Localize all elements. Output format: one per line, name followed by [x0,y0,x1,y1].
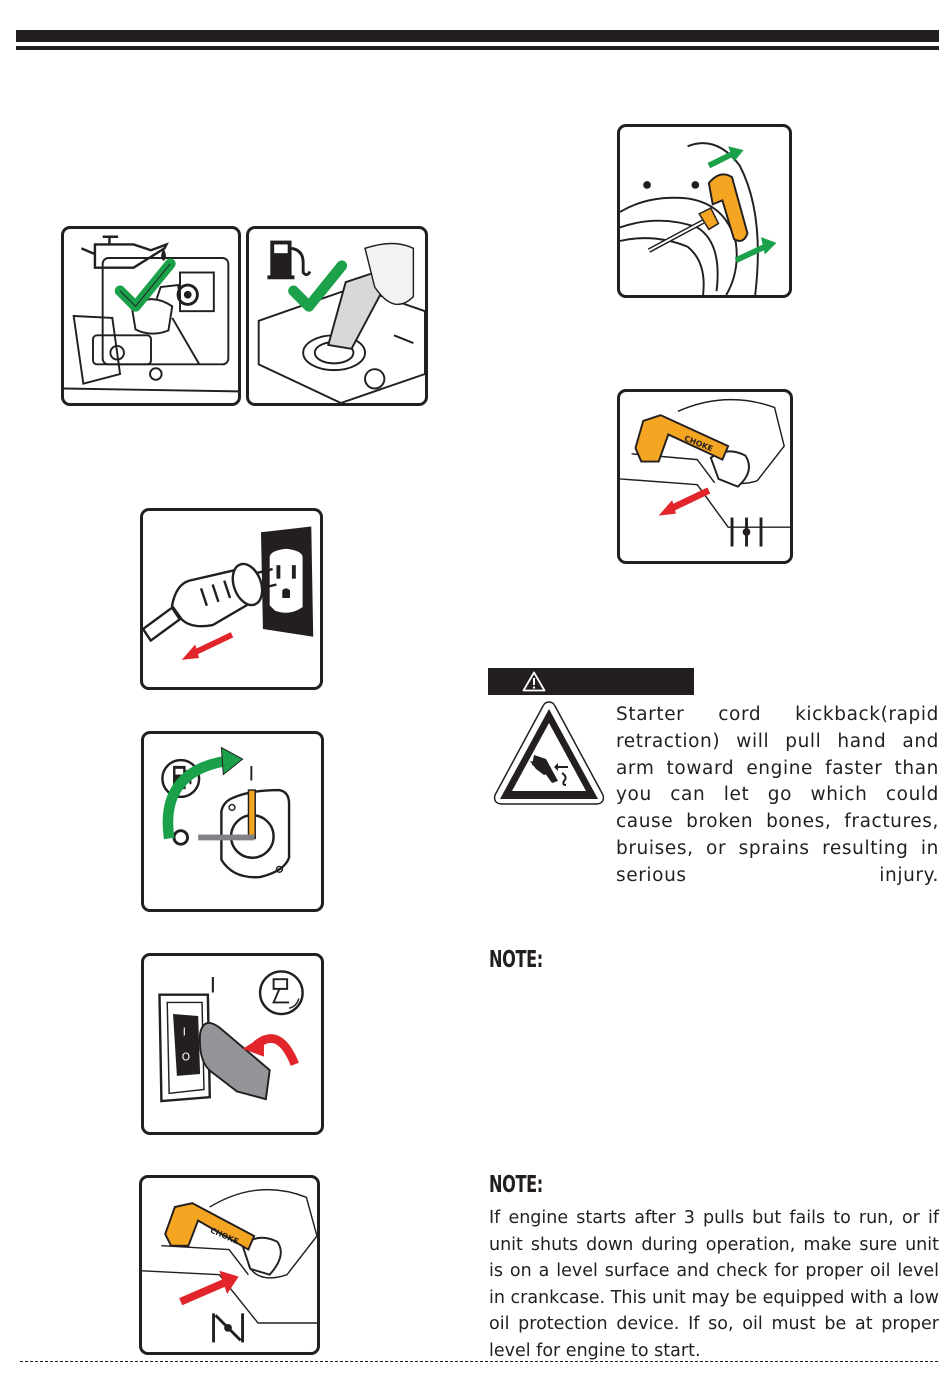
starter-handle-icon [707,173,749,242]
power-plug-icon [143,562,277,643]
fuel-pump-icon [267,240,312,280]
figure-choke-closed: CHOKE [139,1175,320,1355]
engine-start-icon [258,970,304,1016]
figure-fuel-valve: I [141,731,324,912]
figure-choke-open: CHOKE [617,389,793,564]
figure-oil-check [61,226,241,406]
on-mark: I [248,762,254,785]
warning-triangle-icon [522,671,546,692]
footer-dashed-rule [20,1361,938,1362]
valve-lever-off [198,834,255,841]
choke-lever [634,414,730,463]
figure-unplug-devices [140,508,323,690]
warning-header-bar [488,668,694,695]
finger-icon [198,1021,271,1101]
check-mark-icon [288,260,348,312]
figure-engine-switch: I O I [141,953,324,1135]
check-mark-icon [114,258,176,312]
green-arrow-icon-2 [734,244,767,263]
valve-lever-on [247,789,256,840]
green-arrow-icon [707,151,734,169]
red-arrow-icon [666,487,711,513]
on-mark: I [210,974,216,999]
figure-recoil-start [617,124,792,298]
figure-fuel-check [246,226,428,406]
kickback-hazard-icon [493,701,605,805]
oil-can-icon [80,235,169,269]
switch-on-label: I [183,1025,186,1038]
choke-lever [164,1202,256,1251]
red-arrow-icon [179,1278,227,1306]
switch-off-label: O [182,1050,190,1063]
oil-drop-icon [161,248,166,261]
oil-cap-icon [176,283,199,306]
header-rule-thick [16,30,939,42]
red-arrow-icon [190,632,234,657]
header-rule-thin [16,46,939,50]
note-label-2: NOTE: [489,1172,543,1198]
green-arrow-icon [162,755,227,840]
note-label-1: NOTE: [489,947,543,973]
note-text-2: If engine starts after 3 pulls but fails… [489,1208,939,1361]
warning-kickback-text: Starter cord kickback(rapid retraction) … [616,704,939,886]
rocker-switch [173,1014,201,1076]
